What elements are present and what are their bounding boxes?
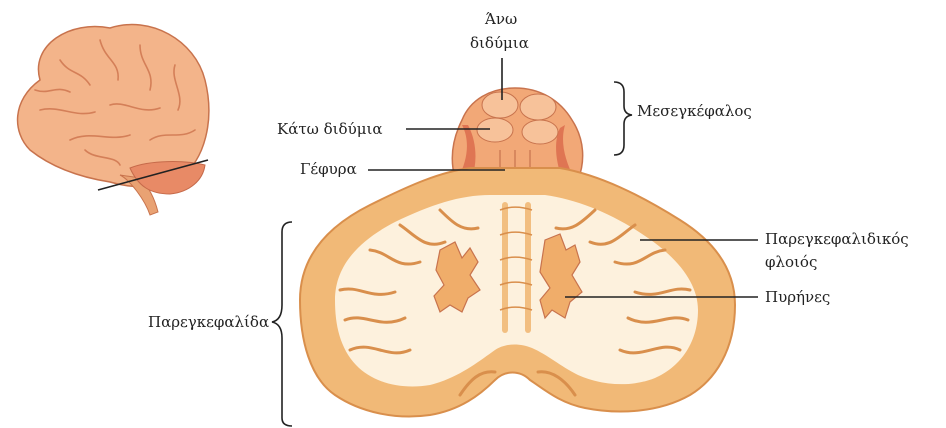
label-superior-colliculi-line1: Άνω (485, 10, 517, 29)
cerebellum-section (300, 168, 735, 416)
brainstem-illustration (452, 88, 582, 180)
label-cerebellar-cortex-line2: φλοιός (765, 253, 817, 272)
label-superior-colliculi-line2: διδύμια (470, 34, 529, 53)
whole-brain-illustration (18, 25, 209, 215)
label-cerebellar-cortex-line1: Παρεγκεφαλιδικός (765, 230, 909, 249)
label-cerebellum: Παρεγκεφαλίδα (148, 313, 269, 332)
label-midbrain: Μεσεγκέφαλος (637, 102, 752, 121)
label-inferior-colliculi: Κάτω διδύμια (277, 120, 382, 139)
label-pons: Γέφυρα (300, 160, 357, 179)
label-nuclei: Πυρήνες (765, 288, 830, 307)
